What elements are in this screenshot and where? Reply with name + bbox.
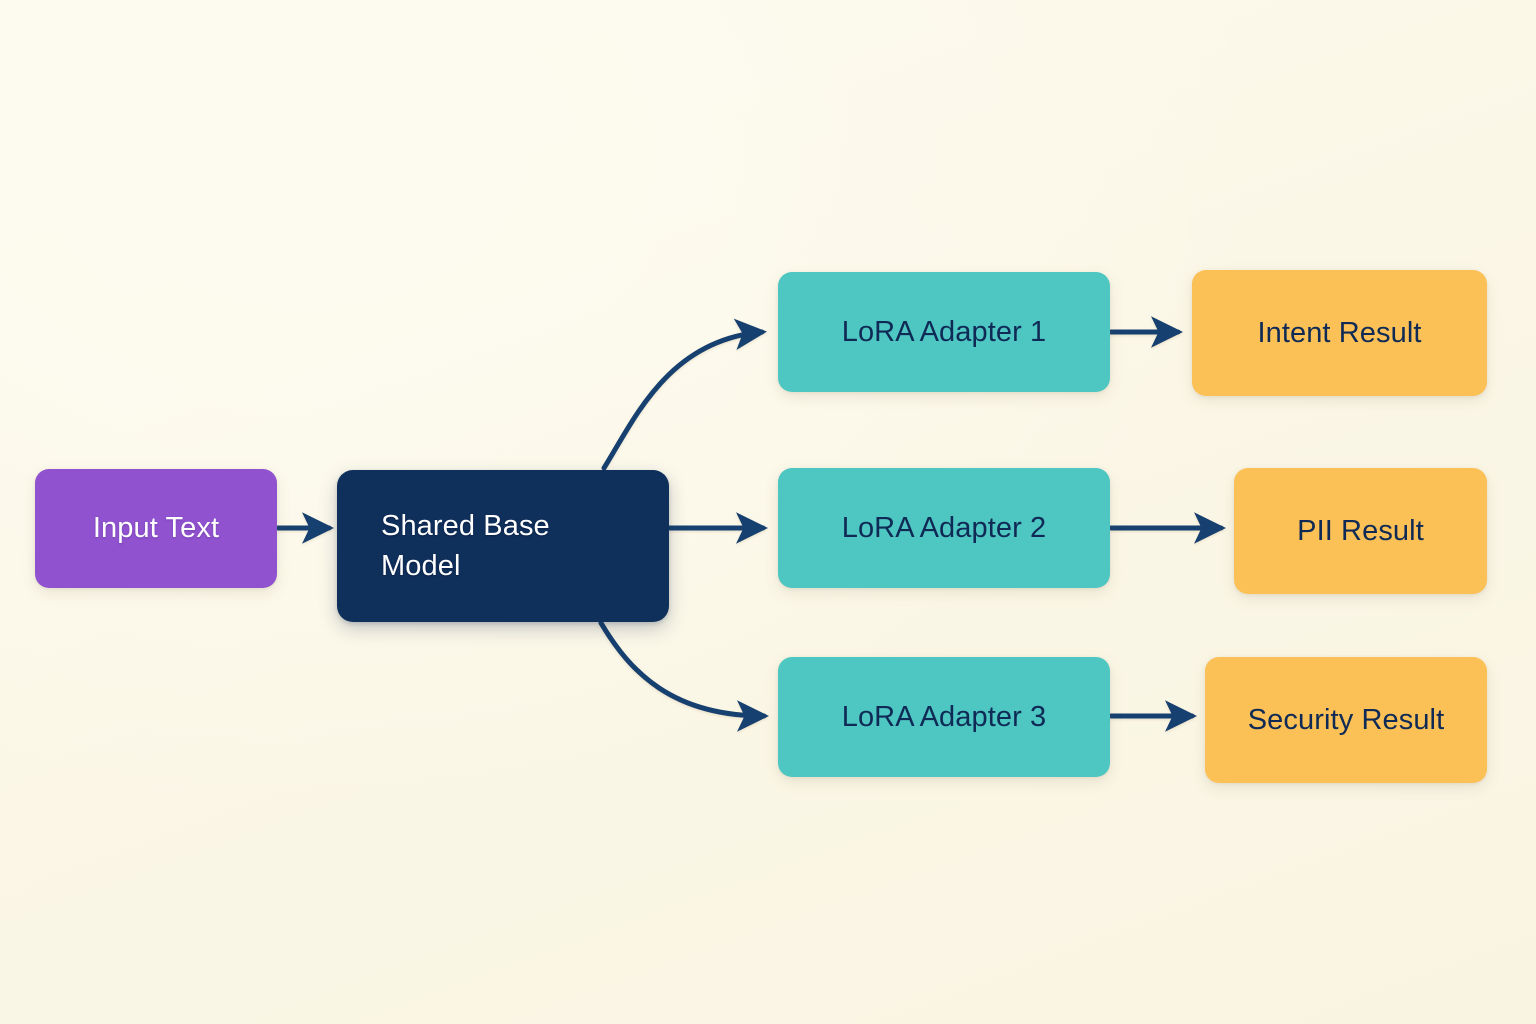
edge-base-to-adapter-3 (598, 620, 769, 732)
node-pii-result-label: PII Result (1297, 514, 1424, 547)
node-lora-adapter-1-label: LoRA Adapter 1 (841, 315, 1047, 348)
node-lora-adapter-2[interactable]: LoRA Adapter 2 (778, 468, 1110, 588)
node-input-text[interactable]: Input Text (35, 469, 277, 588)
node-lora-adapter-3-label: LoRA Adapter 3 (841, 700, 1047, 733)
node-shared-base-model[interactable]: Shared Base Model (337, 470, 669, 622)
node-intent-result[interactable]: Intent Result (1192, 270, 1487, 396)
node-lora-adapter-3[interactable]: LoRA Adapter 3 (778, 657, 1110, 777)
node-shared-base-model-label: Shared Base Model (381, 509, 550, 582)
node-pii-result[interactable]: PII Result (1234, 468, 1487, 594)
node-lora-adapter-2-label: LoRA Adapter 2 (841, 511, 1047, 544)
node-input-text-label: Input Text (92, 512, 220, 545)
edge-base-to-adapter-1 (601, 318, 767, 471)
node-security-result[interactable]: Security Result (1205, 657, 1487, 783)
node-lora-adapter-1[interactable]: LoRA Adapter 1 (778, 272, 1110, 392)
node-intent-result-label: Intent Result (1257, 316, 1422, 349)
node-security-result-label: Security Result (1247, 703, 1445, 736)
